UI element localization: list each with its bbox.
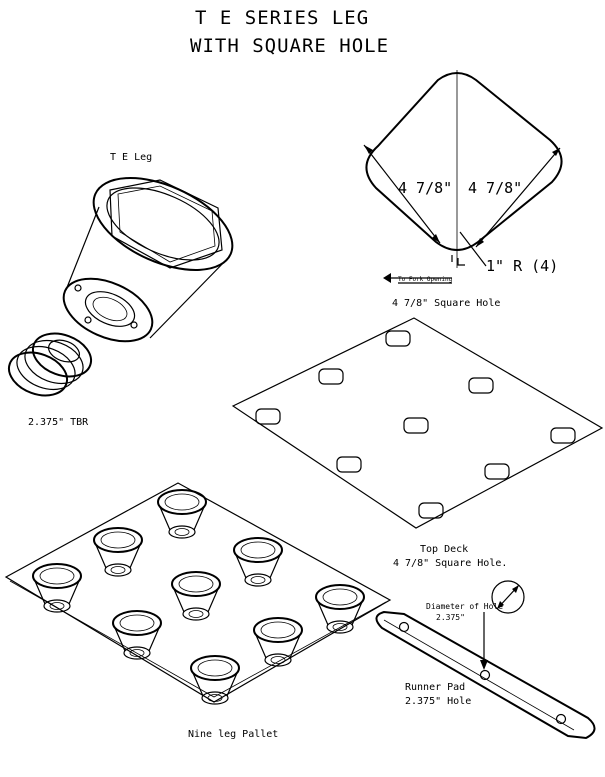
hole-diameter-arrow-1: [512, 585, 519, 593]
tbr-top-inner: [47, 339, 81, 363]
deck-hole: [255, 408, 281, 425]
square-hole-detail: 4 7/8" 4 7/8" 1" R (4) To Fork Opening 4…: [363, 70, 563, 309]
te-leg-bolt-hole-3: [84, 316, 92, 324]
dim-arrow-right-bottom: [476, 238, 484, 247]
te-leg-bolt-hole-2: [130, 321, 138, 329]
dim-line-right: [475, 147, 561, 248]
top-deck-outline: [231, 317, 604, 529]
runner-pad: Diameter of Hole 2.375" Runner Pad 2.375…: [375, 580, 596, 740]
pallet-leg: [171, 571, 221, 621]
deck-hole: [403, 417, 429, 434]
te-leg-label: T E Leg: [110, 152, 152, 163]
radius-label: 1" R (4): [486, 257, 558, 275]
tbr-ring-1: [31, 332, 93, 378]
deck-hole: [468, 377, 494, 394]
diameter-label-2: 2.375": [436, 613, 465, 622]
te-leg-top-flange: [92, 177, 234, 271]
top-deck-label-2: 4 7/8" Square Hole.: [393, 558, 507, 569]
square-hole-label: 4 7/8" Square Hole: [392, 298, 500, 309]
diameter-label-1: Diameter of Hole: [426, 602, 503, 611]
deck-hole: [318, 368, 344, 385]
dim-line-left: [363, 144, 441, 244]
te-leg-base-hole-inner: [92, 296, 128, 322]
pallet-leg: [93, 527, 143, 577]
pallet-leg: [32, 563, 82, 613]
pallet-leg: [157, 489, 207, 539]
pallet-deck-edge: [9, 580, 387, 698]
hole-diameter-arrow-2: [497, 601, 504, 609]
te-leg-square-insert: [109, 179, 223, 269]
fork-opening-label: To Fork Opening: [398, 276, 453, 283]
deck-hole: [484, 463, 510, 480]
runner-label-1: Runner Pad: [405, 682, 465, 693]
square-hole-outline: [365, 72, 563, 251]
tbr-ring-3: [16, 345, 76, 391]
te-leg-body-right: [149, 255, 231, 339]
dim-arrow-right-top: [552, 148, 560, 156]
tbr-ring-4: [7, 351, 69, 397]
top-deck-holes: [255, 330, 576, 519]
top-deck-label-1: Top Deck: [420, 544, 468, 555]
pallet-deck-outline: [4, 482, 392, 703]
te-leg-bolt-hole-1: [74, 284, 82, 292]
te-leg-square-insert-inner: [117, 185, 216, 263]
top-deck: Top Deck 4 7/8" Square Hole.: [231, 317, 604, 569]
deck-hole: [418, 502, 444, 519]
pallet-leg: [253, 617, 303, 667]
pallet-leg: [190, 655, 240, 705]
nine-leg-pallet: Nine leg Pallet: [4, 482, 392, 740]
title-line-1: T E SERIES LEG: [195, 7, 369, 29]
dim-label-right: 4 7/8": [468, 179, 522, 197]
tbr-ring-2: [24, 339, 84, 385]
deck-hole: [385, 330, 411, 347]
runner-pad-hole: [555, 713, 567, 725]
dim-arrow-left-top: [364, 145, 373, 154]
title-line-2: WITH SQUARE HOLE: [190, 35, 389, 57]
te-leg-base: [62, 277, 154, 343]
pallet-leg: [112, 610, 162, 660]
hole-detail-circle: [491, 580, 525, 614]
pallet-leg: [233, 537, 283, 587]
pallet-leg: [315, 584, 365, 634]
tbr-label: 2.375" TBR: [28, 417, 89, 428]
dim-arrow-left-bottom: [432, 234, 440, 243]
te-leg-body-left: [65, 206, 100, 291]
runner-pad-edge: [383, 619, 575, 731]
deck-hole: [550, 427, 576, 444]
radius-leader: [459, 231, 487, 267]
runner-label-2: 2.375" Hole: [405, 696, 471, 707]
te-leg: T E Leg: [62, 152, 234, 343]
runner-pad-hole: [479, 669, 491, 681]
fork-arrow: [383, 273, 391, 283]
runner-pad-outline: [375, 610, 596, 740]
dim-label-left: 4 7/8": [398, 179, 452, 197]
radius-marker: [451, 255, 465, 266]
hole-leader-arrow: [480, 660, 488, 670]
tbr-plug: 2.375" TBR: [7, 332, 93, 428]
te-leg-base-hole: [84, 291, 136, 327]
runner-pad-hole: [398, 621, 410, 633]
nine-leg-label: Nine leg Pallet: [188, 729, 278, 740]
deck-hole: [336, 456, 362, 473]
